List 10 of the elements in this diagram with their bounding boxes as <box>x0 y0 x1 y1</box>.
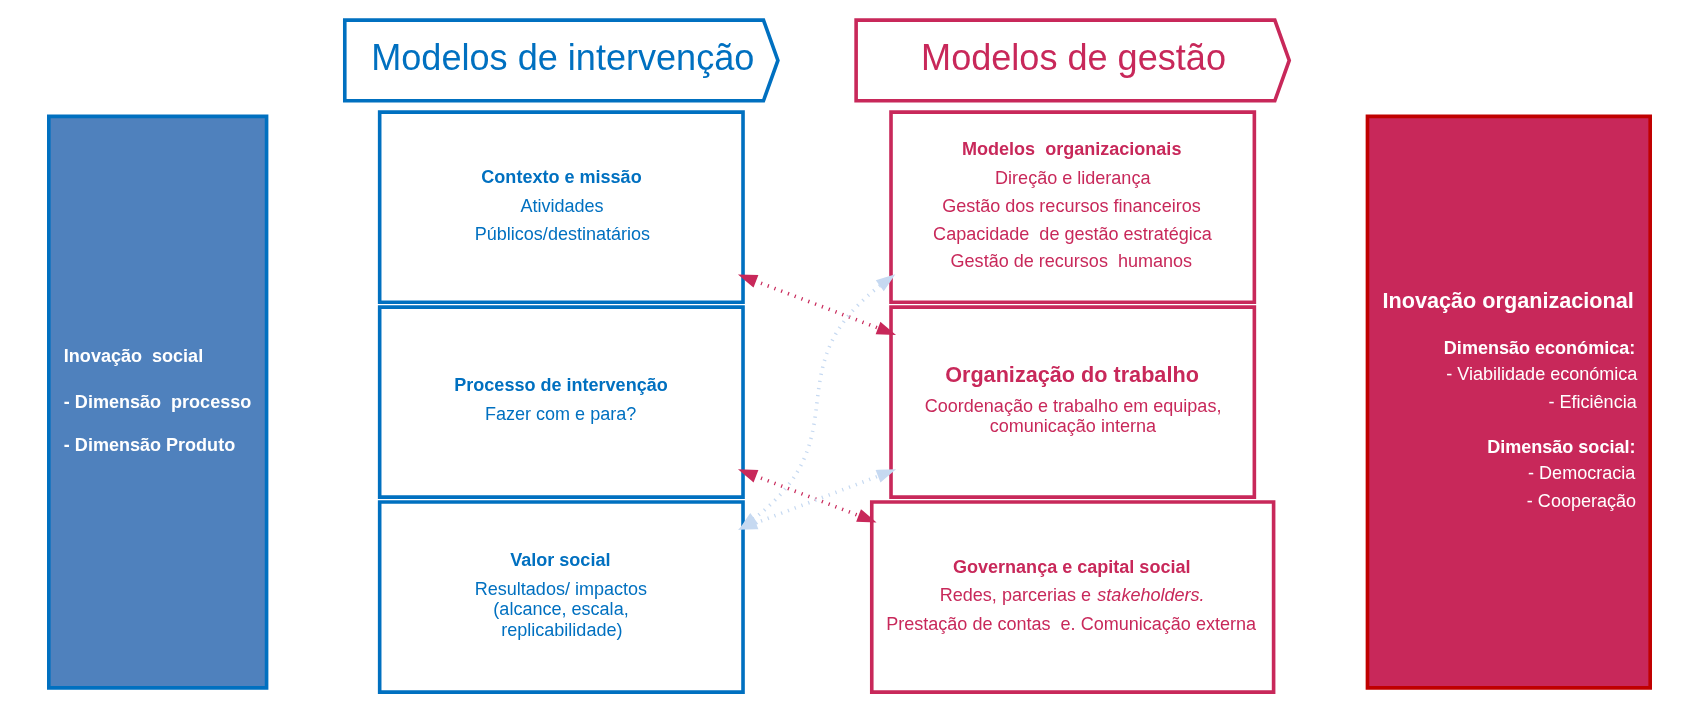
node-box: Valor social Resultados/ impactos (alcance, escala, replicabilidade) <box>377 500 745 694</box>
node-box: Inovação social - Dimensão processo - Dimensão Produto <box>46 114 268 690</box>
node-box: Governança e capital social Redes, parcerias e stakeholders. Prestação de contas e. Comunicação externa <box>869 500 1275 694</box>
node-box: Processo de intervenção Fazer com e para? <box>377 305 745 499</box>
node-box: Inovação organizacional Dimensão económica: - Viabilidade económica - Eficiência Dimensão social: - Democracia - Cooperação <box>1365 114 1652 690</box>
arrow <box>737 274 896 335</box>
arrow <box>737 469 877 523</box>
node-box: Contexto e missão Atividades Públicos/destinatários <box>377 110 745 305</box>
node-box: Modelos organizacionais Direção e liderança Gestão dos recursos financeiros Capacidade de gestão estratégica Gestão de recursos humanos <box>888 110 1256 305</box>
node-box: Organização do trabalho Coordenação e trabalho em equipas, comunicação interna <box>888 305 1256 499</box>
